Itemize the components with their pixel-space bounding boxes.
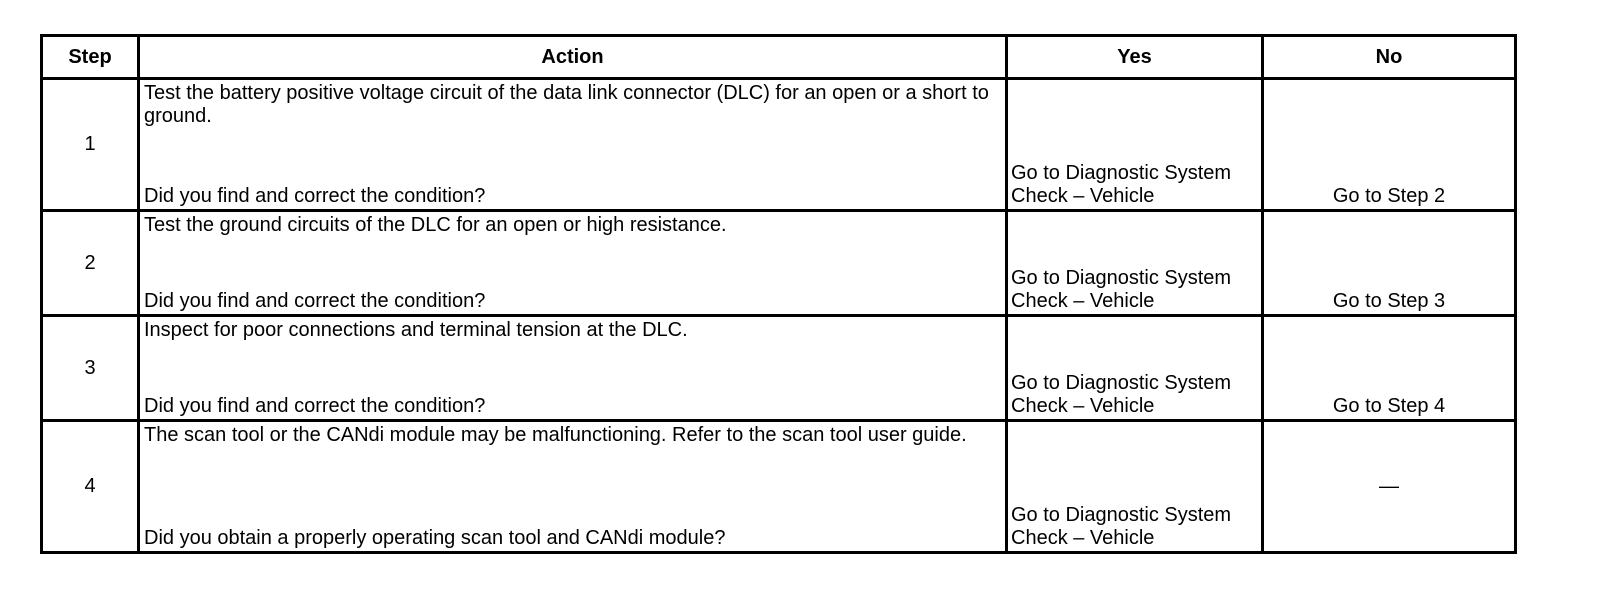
header-no: No <box>1261 34 1517 80</box>
step-number: 4 <box>40 419 140 554</box>
no-result: Go to Step 4 <box>1332 395 1446 417</box>
no-cell: — <box>1261 419 1517 554</box>
yes-cell: Go to Diagnostic System Check – Vehicle <box>1005 419 1264 554</box>
action-question: Did you obtain a properly operating scan… <box>144 527 726 549</box>
yes-cell: Go to Diagnostic System Check – Vehicle <box>1005 314 1264 422</box>
yes-result: Go to Diagnostic System Check – Vehicle <box>1011 372 1232 417</box>
no-cell: Go to Step 3 <box>1261 209 1517 317</box>
table-row: 3 Inspect for poor connections and termi… <box>40 314 1517 422</box>
action-text: Inspect for poor connections and termina… <box>144 319 688 341</box>
action-text: Test the battery positive voltage circui… <box>144 82 989 127</box>
action-text: The scan tool or the CANdi module may be… <box>144 424 967 446</box>
no-cell: Go to Step 4 <box>1261 314 1517 422</box>
yes-result: Go to Diagnostic System Check – Vehicle <box>1011 267 1232 312</box>
action-cell: Inspect for poor connections and termina… <box>137 314 1008 422</box>
no-result: Go to Step 2 <box>1332 185 1446 207</box>
header-yes: Yes <box>1005 34 1264 80</box>
yes-result: Go to Diagnostic System Check – Vehicle <box>1011 162 1232 207</box>
step-number: 1 <box>40 77 140 212</box>
header-step: Step <box>40 34 140 80</box>
step-number: 3 <box>40 314 140 422</box>
action-question: Did you find and correct the condition? <box>144 185 486 207</box>
table-row: 4 The scan tool or the CANdi module may … <box>40 419 1517 554</box>
diagnostic-table: Step Action Yes No 1 Test the battery po… <box>40 34 1517 554</box>
step-number: 2 <box>40 209 140 317</box>
no-result: Go to Step 3 <box>1332 290 1446 312</box>
yes-cell: Go to Diagnostic System Check – Vehicle <box>1005 209 1264 317</box>
no-result: — <box>1379 475 1399 497</box>
action-cell: The scan tool or the CANdi module may be… <box>137 419 1008 554</box>
table-row: 2 Test the ground circuits of the DLC fo… <box>40 209 1517 317</box>
yes-result: Go to Diagnostic System Check – Vehicle <box>1011 504 1232 549</box>
action-question: Did you find and correct the condition? <box>144 395 486 417</box>
no-cell: Go to Step 2 <box>1261 77 1517 212</box>
table-header-row: Step Action Yes No <box>40 34 1517 80</box>
action-cell: Test the ground circuits of the DLC for … <box>137 209 1008 317</box>
yes-cell: Go to Diagnostic System Check – Vehicle <box>1005 77 1264 212</box>
header-action: Action <box>137 34 1008 80</box>
table-row: 1 Test the battery positive voltage circ… <box>40 77 1517 212</box>
action-question: Did you find and correct the condition? <box>144 290 486 312</box>
action-text: Test the ground circuits of the DLC for … <box>144 214 727 236</box>
action-cell: Test the battery positive voltage circui… <box>137 77 1008 212</box>
